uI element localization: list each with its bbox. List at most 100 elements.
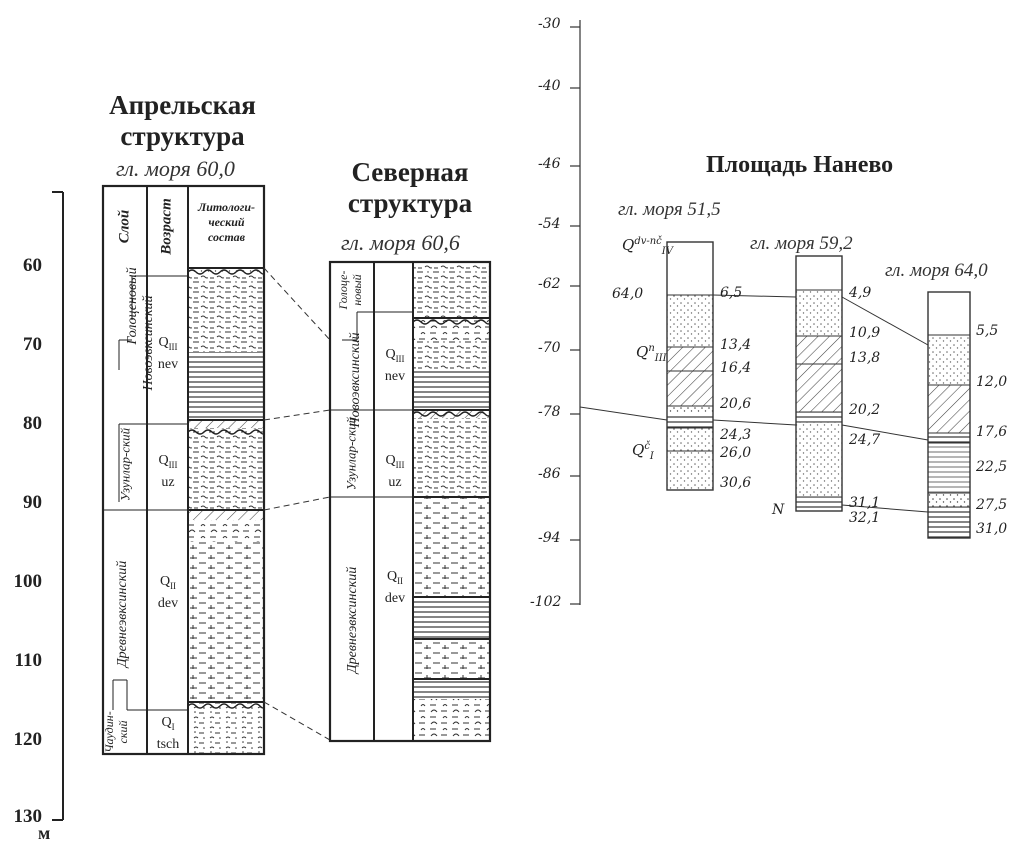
well1-depth-0: 6,5	[720, 285, 743, 301]
age-q: Q	[158, 453, 169, 468]
depth-axis	[52, 191, 64, 821]
header-vozrast: Возраст	[158, 198, 175, 255]
nanevo-tick-86: -86	[538, 466, 561, 482]
depth-tick-90: 90	[23, 492, 42, 513]
nanevo-tick-94: -94	[538, 530, 561, 546]
age-sub: IV	[661, 246, 673, 257]
well1-age-bot: QčI	[632, 441, 654, 462]
well3-depth-1: 12,0	[976, 374, 1008, 390]
age-dev-apr: QII dev	[150, 573, 186, 613]
well2-depth-0: 4,9	[849, 285, 872, 301]
age-sub: III	[168, 341, 178, 352]
depth-tick-120: 120	[13, 729, 43, 750]
nanevo-correlation-lines	[579, 294, 929, 513]
age-suffix: tsch	[156, 736, 180, 752]
nanevo-tick-62: -62	[538, 276, 561, 292]
age-suffix: uz	[161, 474, 175, 490]
aprelskaya-title: Апрельская структура	[80, 90, 285, 152]
well3-depth-3: 22,5	[976, 459, 1008, 475]
age-sup: n	[648, 343, 655, 354]
well1-age-top: Qdv-nčIV	[622, 236, 673, 257]
age-sup: dv-nč	[634, 236, 662, 247]
layer-uzun-sev: Узунлар-ский	[343, 416, 359, 491]
age-suffix: dev	[384, 590, 406, 606]
well1-depth-2: 16,4	[720, 360, 752, 376]
severnaya-title: Северная структура	[315, 157, 505, 219]
well1-age-mid: QnIII	[636, 343, 667, 364]
age-sub: I	[171, 721, 175, 732]
age-q: Q	[158, 335, 169, 350]
age-uz-apr: QIII uz	[150, 452, 186, 492]
severnaya-subtitle: гл. моря 60,6	[341, 230, 460, 255]
well2-depth-1: 10,9	[849, 325, 881, 341]
age-nev-apr: QIII nev	[150, 334, 186, 374]
depth-unit: м	[38, 823, 51, 843]
well2-depth-6: 32,1	[849, 510, 881, 526]
age-q: Q	[385, 347, 396, 362]
depth-tick-80: 80	[23, 413, 42, 434]
well2-subtitle: гл. моря 59,2	[750, 233, 853, 254]
header-sloy: Слой	[116, 209, 133, 244]
well2-depth-3: 20,2	[849, 402, 881, 418]
well1-depth-6: 30,6	[720, 475, 752, 491]
well1-subtitle: гл. моря 51,5	[618, 199, 721, 220]
well3-depth-5: 31,0	[976, 521, 1008, 537]
aprelskaya-subtitle: гл. моря 60,0	[116, 156, 235, 181]
age-sub: II	[397, 575, 404, 586]
depth-tick-70: 70	[23, 334, 42, 355]
age-suffix: nev	[157, 356, 179, 372]
age-q: Q	[159, 574, 171, 589]
age-suffix: dev	[157, 595, 179, 611]
age-sub: II	[170, 580, 177, 591]
nanevo-depth-axis	[570, 20, 581, 605]
aprelskaya-column	[101, 184, 266, 756]
age-tsch-apr: QI tsch	[150, 714, 186, 754]
age-q: Q	[161, 715, 172, 730]
age-sup: č	[644, 441, 650, 452]
depth-tick-130: 130	[13, 806, 43, 827]
age-sub: III	[395, 353, 405, 364]
well2-mark-n: N	[772, 502, 785, 518]
nanevo-well-3	[927, 291, 971, 539]
nanevo-tick-40: -40	[538, 78, 561, 94]
depth-tick-60: 60	[23, 255, 42, 276]
nanevo-tick-78: -78	[538, 404, 561, 420]
nanevo-title: Площадь Нанево	[706, 152, 894, 178]
age-sub: III	[168, 459, 178, 470]
nanevo-tick-54: -54	[538, 216, 561, 232]
header-litho: Литологи-ческий состав	[197, 200, 256, 244]
aprelskaya-title-line1: Апрельская	[109, 90, 256, 120]
well1-label-top: 64,0	[612, 286, 644, 302]
severnaya-title-line2: структура	[347, 188, 473, 218]
depth-tick-110: 110	[14, 650, 42, 671]
age-suffix: nev	[384, 368, 406, 384]
well3-depth-2: 17,6	[976, 424, 1008, 440]
well2-depth-4: 24,7	[849, 432, 881, 448]
layer-chaud: Чаудин-ский	[102, 711, 130, 753]
severnaya-column	[328, 260, 492, 743]
well1-depth-3: 20,6	[720, 396, 752, 412]
well3-depth-4: 27,5	[976, 497, 1008, 513]
aprelskaya-title-line2: структура	[120, 121, 245, 151]
age-q: Q	[385, 453, 396, 468]
layer-drevne-sev: Древнеэвксинский	[345, 566, 360, 674]
age-uz-sev: QIII uz	[377, 452, 413, 492]
nanevo-tick-30: -30	[538, 16, 561, 32]
nanevo-tick-102: -102	[530, 594, 562, 610]
nanevo-tick-46: -46	[538, 156, 561, 172]
severnaya-title-line1: Северная	[351, 157, 469, 187]
nanevo-well-1	[666, 241, 714, 491]
age-suffix: uz	[388, 474, 402, 490]
age-sub: I	[649, 451, 654, 462]
depth-tick-100: 100	[13, 571, 43, 592]
well1-depth-4: 24,3	[720, 427, 752, 443]
well3-depth-0: 5,5	[976, 323, 999, 339]
layer-golocen: Голоценовый	[125, 267, 140, 345]
well2-depth-2: 13,8	[849, 350, 881, 366]
well1-depth-1: 13,4	[720, 337, 752, 353]
well2-depth-5: 31,1	[849, 495, 881, 511]
nanevo-well-2	[795, 255, 843, 512]
correlation-lines	[263, 267, 331, 741]
layer-drevne: Древнеэвксинский	[115, 560, 130, 668]
age-nev-sev: QIII nev	[377, 346, 413, 386]
